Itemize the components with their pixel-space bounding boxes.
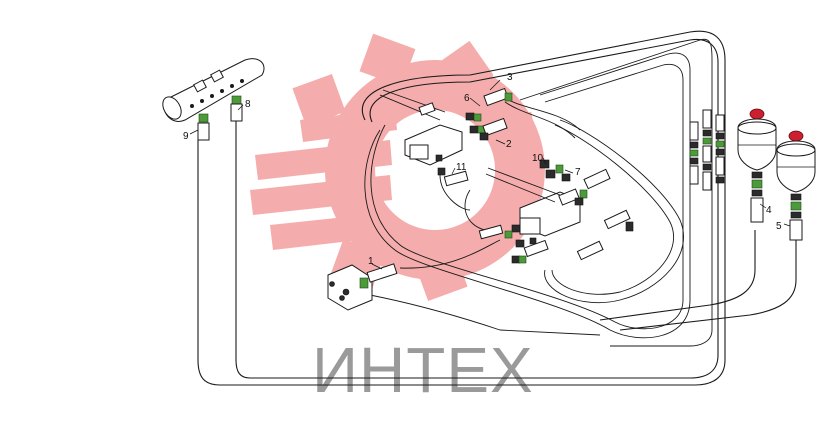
fitting-8 [230, 95, 243, 122]
callout-leaders [189, 79, 791, 270]
callout-labels: 1 2 3 4 5 6 7 8 9 10 11 [183, 72, 782, 267]
fitting-9 [197, 113, 210, 141]
callout-2: 2 [506, 139, 512, 150]
callout-8: 8 [245, 99, 251, 110]
hose-fittings-middle [539, 159, 634, 261]
fitting-cluster-right [689, 109, 725, 191]
hydraulic-lines [197, 30, 797, 386]
valve-block-1 [327, 263, 398, 311]
callout-11: 11 [456, 162, 467, 173]
callout-1: 1 [368, 256, 374, 267]
watermark-gear-logo [250, 33, 545, 301]
watermark-text: ИНТЕХ [312, 334, 534, 406]
callout-3: 3 [507, 72, 513, 83]
callout-9: 9 [183, 131, 189, 142]
valve-assembly-lower [485, 167, 581, 245]
callout-5: 5 [776, 221, 782, 232]
hose-fittings-lower [478, 224, 549, 264]
callout-6: 6 [464, 93, 470, 104]
callout-10: 10 [532, 153, 544, 164]
manifold-rail [162, 58, 265, 122]
callout-7: 7 [575, 167, 581, 178]
hose-fittings-upper [465, 87, 513, 141]
valve-assembly-upper [379, 89, 463, 166]
callout-4: 4 [766, 205, 772, 216]
fitting-11 [437, 167, 469, 187]
accumulator-5 [776, 130, 816, 241]
